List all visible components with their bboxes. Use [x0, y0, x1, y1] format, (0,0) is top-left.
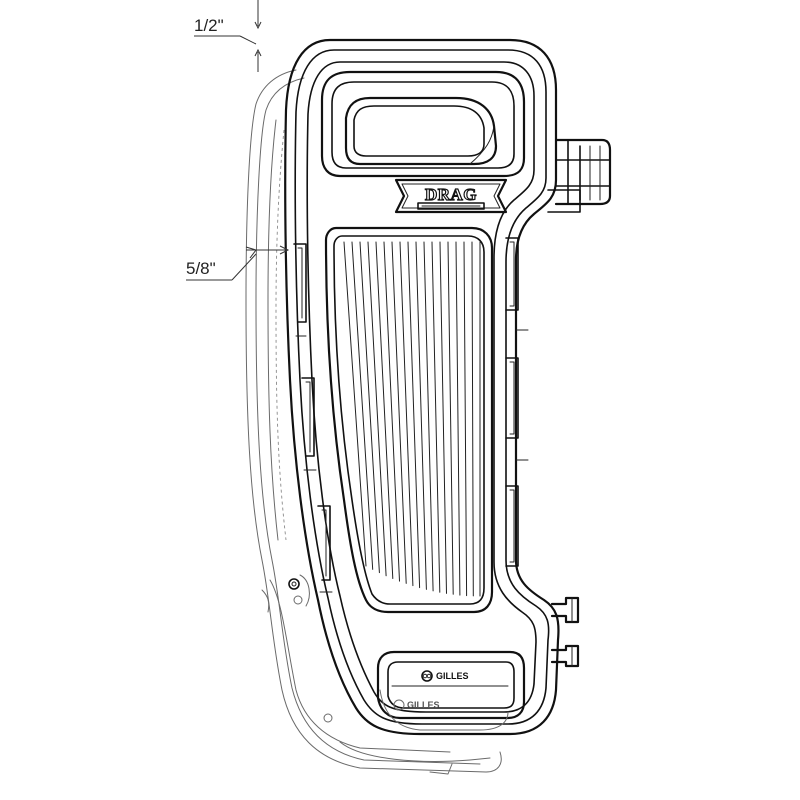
tread-rib: [463, 241, 468, 597]
drag-logo-badge: DRAG: [394, 178, 508, 214]
tread-rib: [351, 241, 374, 570]
tread-rib: [431, 241, 441, 593]
tread-rib: [439, 241, 447, 594]
tread-rib: [359, 241, 380, 574]
dimension-top-offset: 1/2": [194, 0, 262, 72]
tread-rib: [415, 241, 427, 590]
dimension-side-offset: 5/8": [186, 245, 290, 281]
tread-ribs: [343, 241, 481, 597]
tread-rib: [455, 241, 461, 596]
tread-rib: [343, 241, 367, 567]
floorboard-outer-frame: [284, 38, 560, 736]
upper-mounting-bracket: [547, 138, 612, 213]
ribbed-tread-pad: [324, 226, 494, 614]
tread-rib: [471, 241, 474, 597]
left-mounting-holes: [288, 578, 333, 723]
gilles-brand-text: GILLES: [436, 671, 469, 681]
ghost-offset-outline: [245, 69, 502, 775]
gilles-brand-text-ghost: GILLES: [407, 700, 440, 710]
dimension-top-offset-label: 1/2": [194, 16, 224, 35]
left-rail-clips: [293, 243, 333, 593]
tread-rib: [423, 241, 434, 592]
right-rail-clips: [505, 237, 529, 567]
toe-opening: [320, 70, 526, 178]
dimension-side-offset-label: 5/8": [186, 259, 216, 278]
tread-rib: [367, 241, 387, 577]
lower-mounting-studs: [550, 596, 580, 668]
tread-rib: [391, 241, 407, 584]
heel-cup: GILLES GILLES: [376, 650, 526, 731]
drag-logo-text: DRAG: [425, 185, 477, 204]
tread-rib: [375, 241, 394, 579]
tread-rib: [383, 241, 400, 582]
tread-rib: [399, 241, 414, 587]
tread-rib: [407, 241, 421, 589]
tread-rib: [447, 241, 454, 595]
